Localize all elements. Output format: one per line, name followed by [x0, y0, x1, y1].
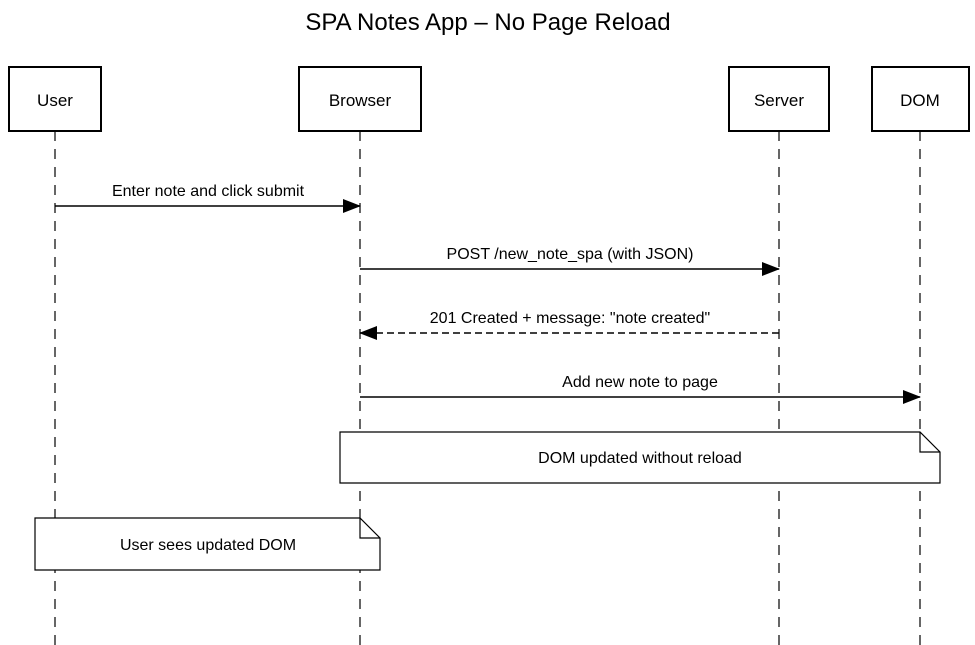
participant-user-box [8, 66, 102, 132]
message-1-label: Enter note and click submit [112, 183, 305, 200]
message-1: Enter note and click submit [55, 183, 361, 213]
participant-server-box [728, 66, 830, 132]
participant-dom: DOM [871, 66, 970, 132]
participant-server: Server [728, 66, 830, 132]
note-user-sees-fold [359, 518, 380, 539]
participant-user-label: User [37, 91, 73, 110]
message-4: Add new note to page [360, 374, 921, 404]
participant-browser-box [298, 66, 422, 132]
note-dom-updated: DOM updated without reload [339, 431, 941, 484]
note-dom-updated-box [339, 431, 941, 484]
participant-browser-label: Browser [329, 91, 392, 110]
participant-user: User [8, 66, 102, 132]
participant-dom-box [871, 66, 970, 132]
note-user-sees: User sees updated DOM [34, 517, 381, 571]
message-3: 201 Created + message: "note created" [359, 310, 779, 340]
note-user-sees-label: User sees updated DOM [120, 537, 296, 554]
note-dom-updated-label: DOM updated without reload [538, 450, 742, 467]
message-2-label: POST /new_note_spa (with JSON) [447, 246, 694, 263]
participant-browser: Browser [298, 66, 422, 132]
participant-dom-label: DOM [900, 91, 940, 110]
diagram-title: SPA Notes App – No Page Reload [305, 9, 670, 36]
lifelines [54, 131, 921, 645]
note-dom-updated-fold [919, 432, 940, 453]
message-2: POST /new_note_spa (with JSON) [360, 246, 780, 276]
message-4-label: Add new note to page [562, 374, 718, 391]
message-3-label: 201 Created + message: "note created" [430, 310, 710, 327]
participant-server-label: Server [754, 91, 804, 110]
note-user-sees-box [34, 517, 381, 571]
